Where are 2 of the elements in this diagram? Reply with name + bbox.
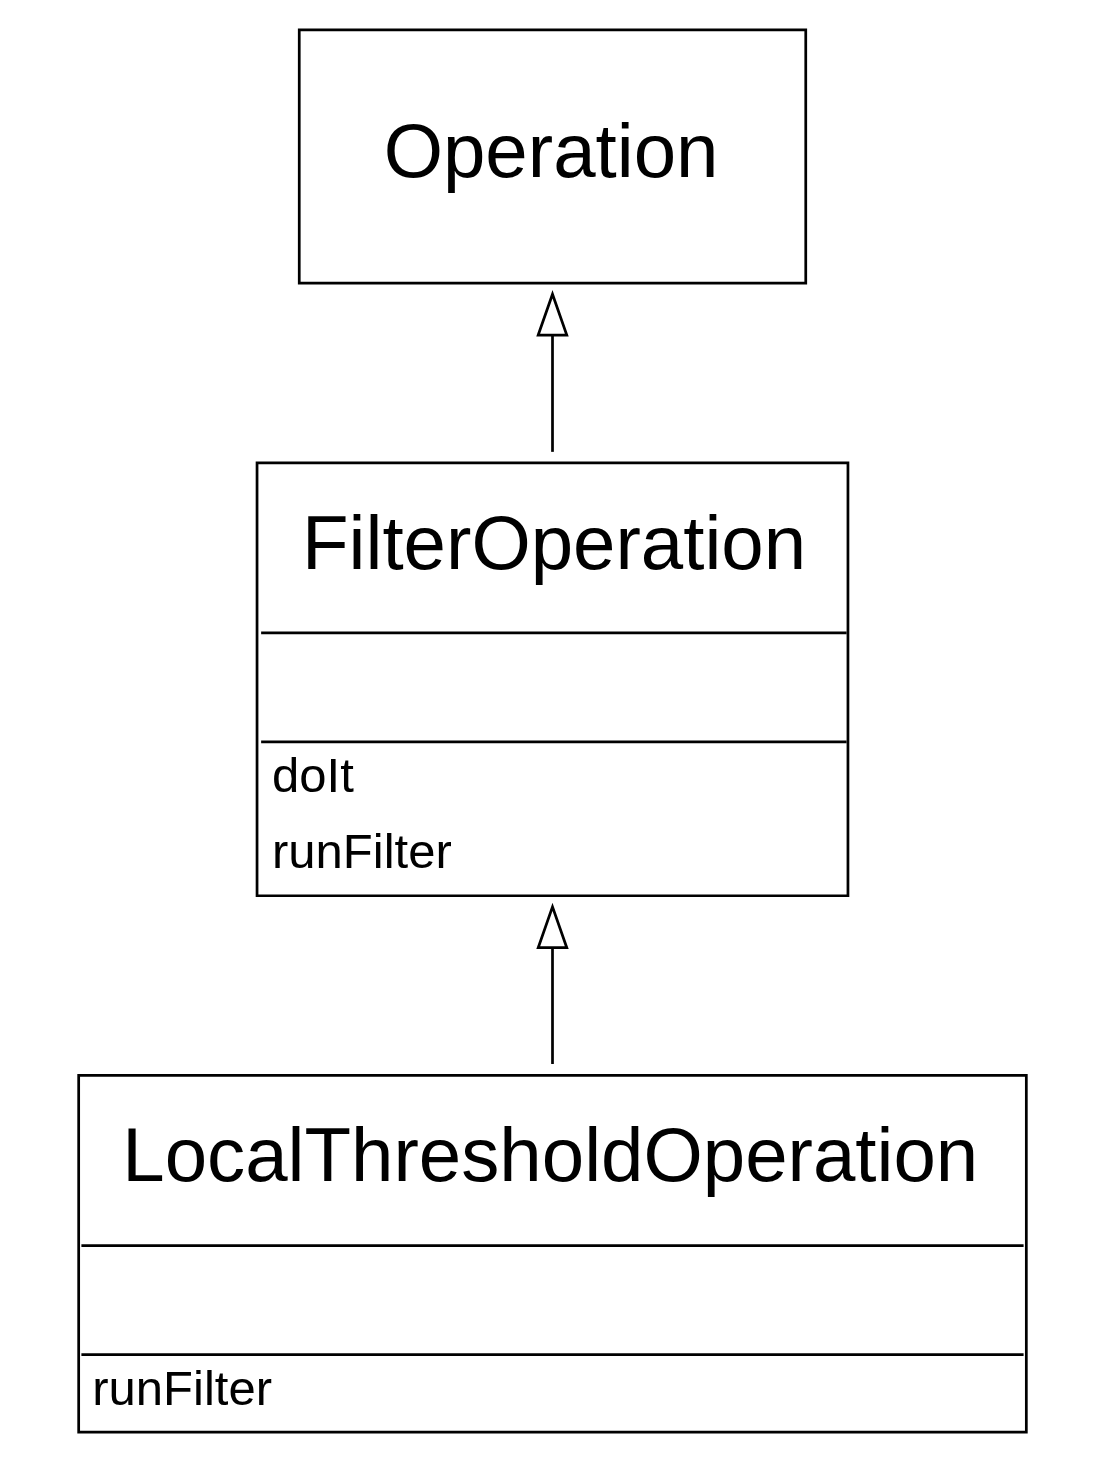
arrow <box>536 290 569 452</box>
arrow <box>536 902 569 1064</box>
